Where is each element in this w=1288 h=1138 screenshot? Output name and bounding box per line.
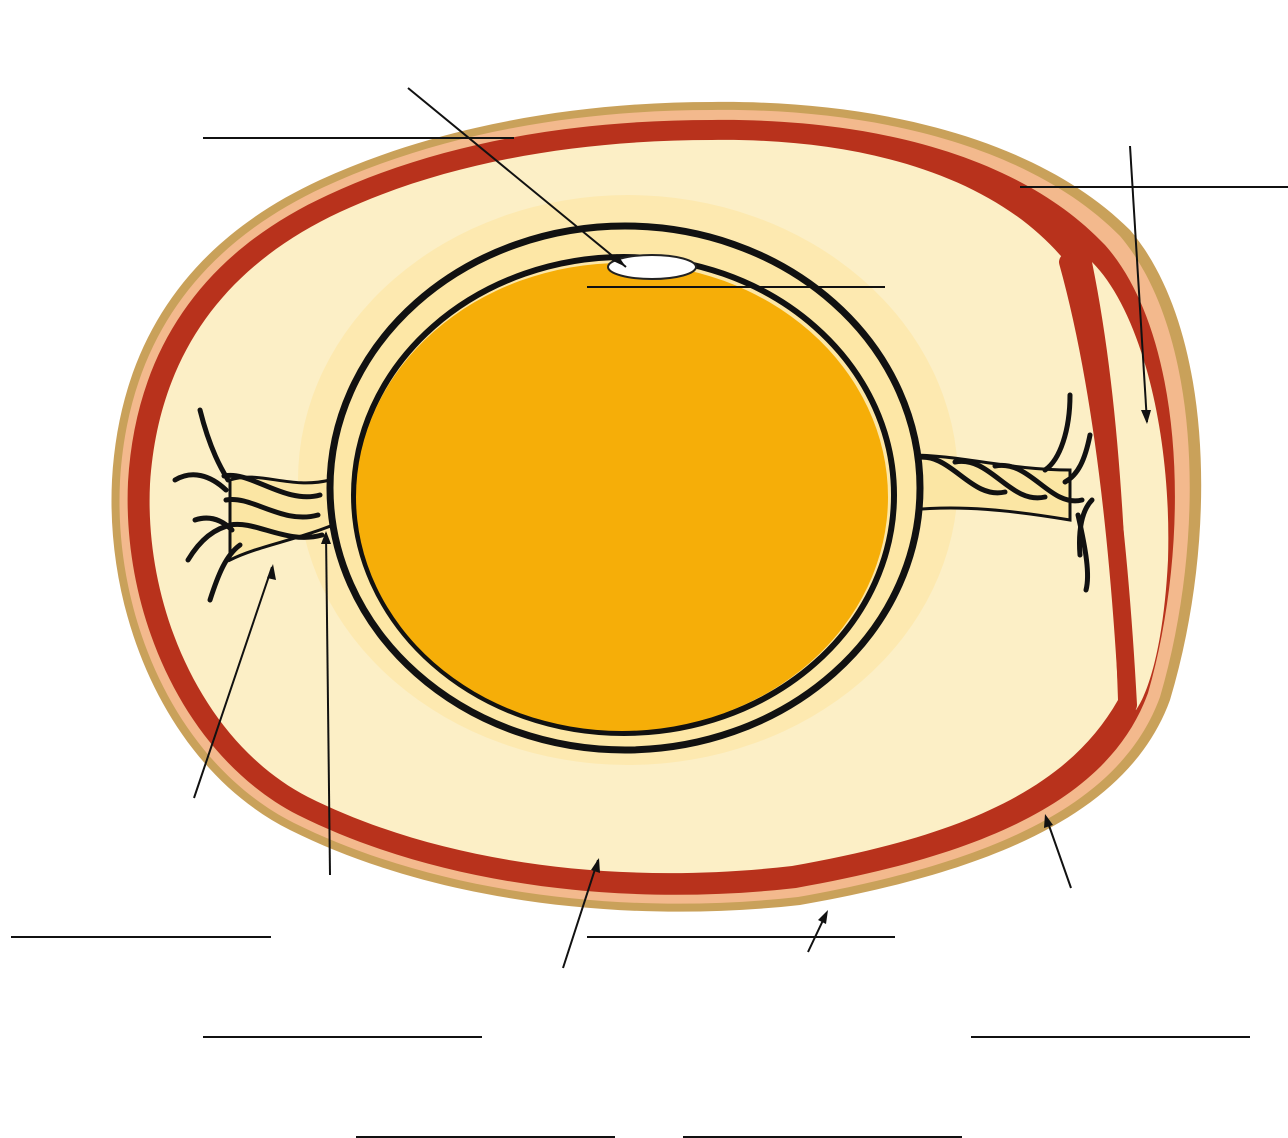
leader-shell-right [1046, 817, 1071, 888]
yolk [356, 263, 888, 731]
arrowhead-shell [818, 910, 828, 924]
blastodisc [608, 255, 696, 279]
